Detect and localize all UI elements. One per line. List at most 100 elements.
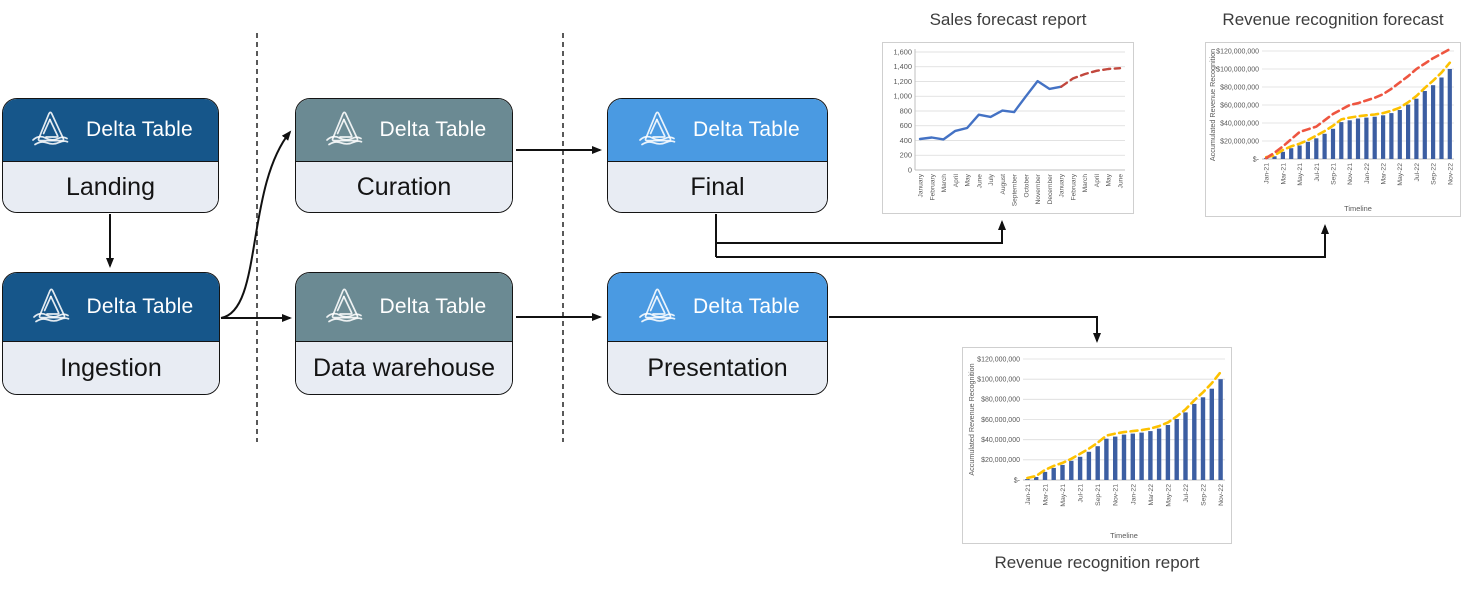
bar <box>1086 451 1092 480</box>
x-tick-label: July <box>988 173 995 185</box>
bar <box>1347 120 1352 159</box>
bar <box>1272 156 1277 159</box>
bar <box>1280 151 1285 159</box>
node-header-label: Delta Table <box>379 295 487 318</box>
y-tick-label: 600 <box>900 121 912 130</box>
bar <box>1447 69 1452 159</box>
node-header-label: Delta Table <box>86 118 193 141</box>
bar <box>1422 91 1427 159</box>
x-tick-label: Mar-22 <box>1148 484 1155 506</box>
x-tick-label: Jul-22 <box>1414 163 1421 182</box>
x-axis-title: Timeline <box>1344 204 1372 213</box>
bar <box>1397 110 1402 159</box>
bar <box>1439 77 1444 159</box>
delta-lake-icon <box>29 283 77 332</box>
x-tick-label: January <box>1059 173 1066 197</box>
y-tick-label: 1,200 <box>894 77 913 86</box>
node-label: Ingestion <box>3 342 219 394</box>
bar <box>1200 397 1206 480</box>
y-tick-label: $40,000,000 <box>981 437 1020 444</box>
chart-title-revenue-forecast: Revenue recognition forecast <box>1222 10 1444 29</box>
y-tick-label: 400 <box>900 136 912 145</box>
bar <box>1104 438 1109 480</box>
x-tick-label: June <box>976 174 983 189</box>
sales-line-chart-canvas: 02004006008001,0001,2001,4001,600January… <box>894 47 1125 206</box>
bar <box>1113 436 1118 480</box>
y-tick-label: $80,000,000 <box>1220 84 1259 91</box>
bar <box>1069 460 1074 480</box>
arrow-final-to-revenue-forecast-chart <box>716 224 1329 258</box>
arrow-final-to-sales-chart <box>716 220 1006 244</box>
x-tick-label: Nov-22 <box>1218 484 1225 506</box>
node-label: Data warehouse <box>296 342 512 394</box>
x-tick-label: March <box>1082 174 1089 193</box>
x-tick-label: June <box>1118 174 1125 189</box>
bar <box>1297 145 1302 159</box>
revenue-forecast-chart-canvas: $-$20,000,000$40,000,000$60,000,000$80,0… <box>1208 47 1454 213</box>
bar <box>1034 477 1039 480</box>
bar <box>1183 412 1188 480</box>
y-tick-label: $120,000,000 <box>977 356 1020 363</box>
node-header-label: Delta Table <box>86 295 194 318</box>
x-tick-label: August <box>1000 174 1007 195</box>
chart-title-revenue-report: Revenue recognition report <box>994 553 1200 572</box>
y-tick-label: $100,000,000 <box>977 377 1020 384</box>
y-tick-label: $20,000,000 <box>1220 138 1259 145</box>
x-tick-label: Jul-22 <box>1183 484 1190 503</box>
node-header-label: Delta Table <box>693 118 800 141</box>
x-tick-label: Nov-22 <box>1447 163 1454 185</box>
y-tick-label: $100,000,000 <box>1216 66 1259 73</box>
y-tick-label: $- <box>1014 477 1021 484</box>
x-tick-label: Mar-21 <box>1042 484 1049 506</box>
series-forecast <box>1059 67 1122 88</box>
delta-lake-icon <box>322 283 370 332</box>
series-recognized-trend <box>1264 61 1452 159</box>
series-actual <box>918 79 1063 141</box>
delta-lake-icon <box>635 106 683 155</box>
y-tick-label: $- <box>1253 156 1260 163</box>
node-header: Delta Table <box>3 273 219 342</box>
bar <box>1156 428 1162 480</box>
bar <box>1130 433 1135 480</box>
node-delta-table-curation: Delta Table Curation <box>295 98 513 213</box>
y-tick-label: $60,000,000 <box>981 417 1020 424</box>
bar <box>1339 122 1344 159</box>
node-label: Curation <box>296 162 512 212</box>
x-axis-title: Timeline <box>1110 531 1138 540</box>
delta-lake-icon <box>635 283 683 332</box>
node-header: Delta Table <box>608 99 827 162</box>
x-tick-label: Nov-21 <box>1347 163 1354 185</box>
bar <box>1289 148 1294 159</box>
bar <box>1025 479 1030 480</box>
x-tick-label: Sep-21 <box>1095 484 1102 506</box>
bar <box>1322 133 1327 159</box>
y-tick-label: 800 <box>900 106 912 115</box>
bar <box>1165 425 1171 480</box>
y-tick-label: $120,000,000 <box>1216 48 1259 55</box>
bar <box>1218 379 1223 480</box>
revenue-report-chart-canvas: $-$20,000,000$40,000,000$60,000,000$80,0… <box>967 356 1225 540</box>
node-delta-table-presentation: Delta Table Presentation <box>607 272 828 395</box>
revenue-recognition-report-chart: $-$20,000,000$40,000,000$60,000,000$80,0… <box>962 347 1232 544</box>
x-tick-label: Sep-22 <box>1201 484 1208 506</box>
x-tick-label: May <box>965 173 972 186</box>
x-tick-label: May-21 <box>1297 163 1304 186</box>
bar <box>1330 128 1336 159</box>
x-tick-label: Jan-21 <box>1025 484 1032 505</box>
x-tick-label: May-21 <box>1060 484 1067 507</box>
x-tick-label: February <box>1070 173 1077 200</box>
arrow-ingestion-to-curation <box>220 130 292 319</box>
y-axis-title: Accumulated Revenue Recognition <box>1208 49 1217 161</box>
x-tick-label: May <box>1106 173 1113 186</box>
x-tick-label: April <box>953 173 960 187</box>
node-delta-table-data-warehouse: Delta Table Data warehouse <box>295 272 513 395</box>
y-tick-label: 1,000 <box>894 92 913 101</box>
x-tick-label: Mar-22 <box>1381 163 1388 185</box>
bar <box>1121 434 1127 480</box>
y-tick-label: 1,400 <box>894 62 913 71</box>
x-tick-label: Nov-21 <box>1113 484 1120 506</box>
x-tick-label: Sep-22 <box>1431 163 1438 185</box>
x-tick-label: Jul-21 <box>1314 163 1321 182</box>
node-header-label: Delta Table <box>693 295 800 318</box>
